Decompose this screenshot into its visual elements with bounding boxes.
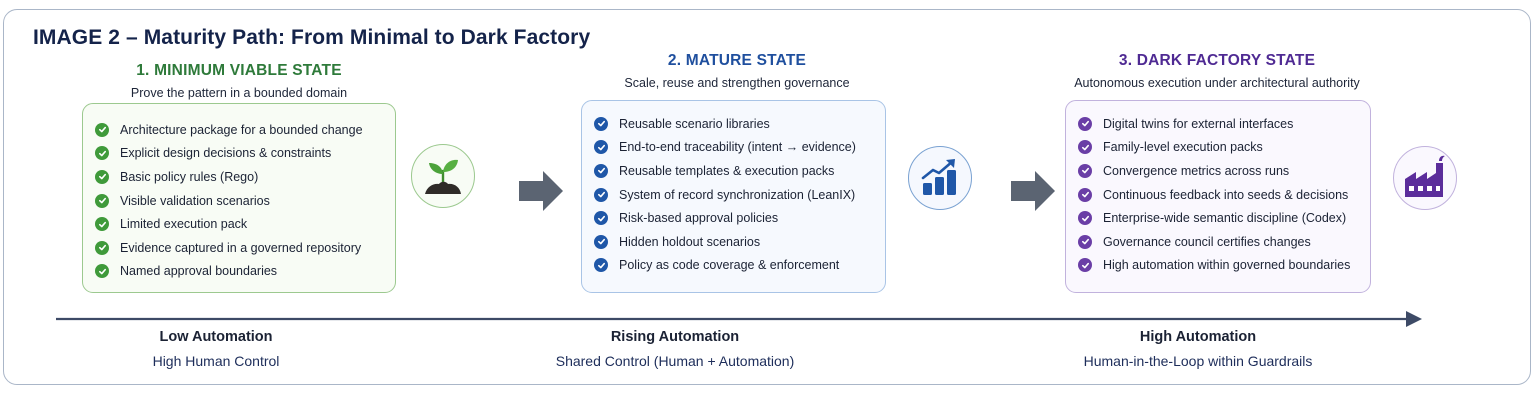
stage-1-item-label: Visible validation scenarios [120, 193, 270, 208]
growth-chart-icon [921, 159, 956, 195]
check-icon [594, 140, 608, 155]
stage-3-item-label: Continuous feedback into seeds & decisio… [1103, 187, 1349, 202]
stage-3-item-label: Convergence metrics across runs [1103, 163, 1290, 178]
stage-2-item-label: System of record synchronization (LeanIX… [619, 187, 856, 202]
stage-1-item: Visible validation scenarios [95, 189, 381, 213]
stage-1-item: Architecture package for a bounded chang… [95, 118, 381, 142]
stage-3-item: Family-level execution packs [1078, 136, 1356, 160]
axis-label-rising: Rising Automation Shared Control (Human … [505, 329, 845, 369]
axis-label-low: Low Automation High Human Control [86, 329, 346, 369]
automation-axis-arrow [56, 311, 1422, 327]
stage-2-item: System of record synchronization (LeanIX… [594, 183, 871, 207]
axis-title-rising: Rising Automation [610, 329, 740, 345]
stage-1-item-label: Basic policy rules (Rego) [120, 169, 259, 184]
stage-3-item-label: Family-level execution packs [1103, 140, 1263, 155]
stage-1-item: Explicit design decisions & constraints [95, 142, 381, 166]
stage-3-item-label: Digital twins for external interfaces [1103, 116, 1294, 131]
stage-1-item-label: Architecture package for a bounded chang… [120, 122, 363, 137]
check-icon [594, 163, 608, 178]
check-icon [95, 193, 109, 208]
stage-3-header: 3. DARK FACTORY STATE Autonomous executi… [1045, 52, 1389, 90]
stage-3-subtitle: Autonomous execution under architectural… [1074, 76, 1360, 90]
stage-3-card: Digital twins for external interfaces Fa… [1065, 100, 1371, 293]
sprout-icon [425, 159, 461, 194]
stage-2-item-label: Reusable templates & execution packs [619, 163, 835, 178]
check-icon [1078, 187, 1092, 202]
stage-3-item-label: Enterprise-wide semantic discipline (Cod… [1103, 211, 1347, 226]
stage-1-item: Limited execution pack [95, 212, 381, 236]
stage-1-icon-circle [411, 144, 475, 208]
check-icon [594, 187, 608, 202]
stage-3-item: Continuous feedback into seeds & decisio… [1078, 183, 1356, 207]
check-icon [95, 122, 109, 137]
stage-1-item-label: Named approval boundaries [120, 264, 278, 279]
check-icon [1078, 163, 1092, 178]
axis-subtitle-rising: Shared Control (Human + Automation) [555, 353, 795, 369]
stage-2-card: Reusable scenario libraries End-to-end t… [581, 100, 886, 293]
stage-1-item-label: Limited execution pack [120, 217, 248, 232]
diagram-title: IMAGE 2 – Maturity Path: From Minimal to… [33, 26, 591, 49]
arrow-right-icon [519, 171, 563, 211]
check-icon [594, 234, 608, 249]
arrow-right-icon [1011, 171, 1055, 211]
stage-3-item-label: High automation within governed boundari… [1103, 258, 1351, 273]
check-icon [95, 240, 109, 255]
check-icon [1078, 140, 1092, 155]
stage-1-subtitle: Prove the pattern in a bounded domain [130, 86, 348, 100]
axis-subtitle-low: High Human Control [152, 353, 280, 369]
stage-2-item-label: Hidden holdout scenarios [619, 234, 761, 249]
stage-3-item-label: Governance council certifies changes [1103, 234, 1311, 249]
check-icon [594, 211, 608, 226]
stage-1-item-label: Evidence captured in a governed reposito… [120, 240, 362, 255]
stage-2-header: 2. MATURE STATE Scale, reuse and strengt… [560, 52, 914, 90]
stage-2-item-label: Policy as code coverage & enforcement [619, 258, 840, 273]
stage-2-item: Reusable templates & execution packs [594, 159, 871, 183]
factory-icon [1405, 155, 1445, 197]
check-icon [95, 217, 109, 232]
check-icon [594, 258, 608, 273]
check-icon [1078, 234, 1092, 249]
check-icon [1078, 116, 1092, 131]
check-icon [594, 116, 608, 131]
stage-1-header: 1. MINIMUM VIABLE STATE Prove the patter… [82, 62, 396, 100]
stage-2-item: Reusable scenario libraries [594, 112, 871, 136]
stage-2-item: Hidden holdout scenarios [594, 230, 871, 254]
stage-1-title: 1. MINIMUM VIABLE STATE [136, 62, 342, 79]
stage-2-item-label: End-to-end traceability (intent → eviden… [619, 140, 856, 155]
stage-2-item: Risk-based approval policies [594, 206, 871, 230]
stage-2-item: Policy as code coverage & enforcement [594, 254, 871, 278]
check-icon [95, 264, 109, 279]
check-icon [1078, 258, 1092, 273]
stage-1-card: Architecture package for a bounded chang… [82, 103, 396, 293]
stage-1-item: Evidence captured in a governed reposito… [95, 236, 381, 260]
check-icon [1078, 211, 1092, 226]
stage-3-item: High automation within governed boundari… [1078, 254, 1356, 278]
stage-3-item: Convergence metrics across runs [1078, 159, 1356, 183]
stage-3-item: Governance council certifies changes [1078, 230, 1356, 254]
stage-3-title: 3. DARK FACTORY STATE [1118, 52, 1316, 69]
stage-1-item-label: Explicit design decisions & constraints [120, 146, 332, 161]
stage-1-item: Basic policy rules (Rego) [95, 165, 381, 189]
stage-2-item-label: Reusable scenario libraries [619, 116, 770, 131]
stage-3-item: Digital twins for external interfaces [1078, 112, 1356, 136]
axis-label-high: High Automation Human-in-the-Loop within… [1038, 329, 1358, 369]
axis-subtitle-high: Human-in-the-Loop within Guardrails [1083, 353, 1313, 369]
stage-2-item-label: Risk-based approval policies [619, 211, 779, 226]
check-icon [95, 169, 109, 184]
stage-2-icon-circle [908, 146, 972, 210]
stage-2-item: End-to-end traceability (intent → eviden… [594, 136, 871, 160]
check-icon [95, 146, 109, 161]
axis-title-high: High Automation [1139, 329, 1257, 345]
axis-title-low: Low Automation [159, 329, 273, 345]
stage-2-title: 2. MATURE STATE [667, 52, 807, 69]
stage-1-item: Named approval boundaries [95, 260, 381, 284]
stage-3-item: Enterprise-wide semantic discipline (Cod… [1078, 206, 1356, 230]
stage-3-icon-circle [1393, 146, 1457, 210]
stage-2-subtitle: Scale, reuse and strengthen governance [624, 76, 850, 90]
